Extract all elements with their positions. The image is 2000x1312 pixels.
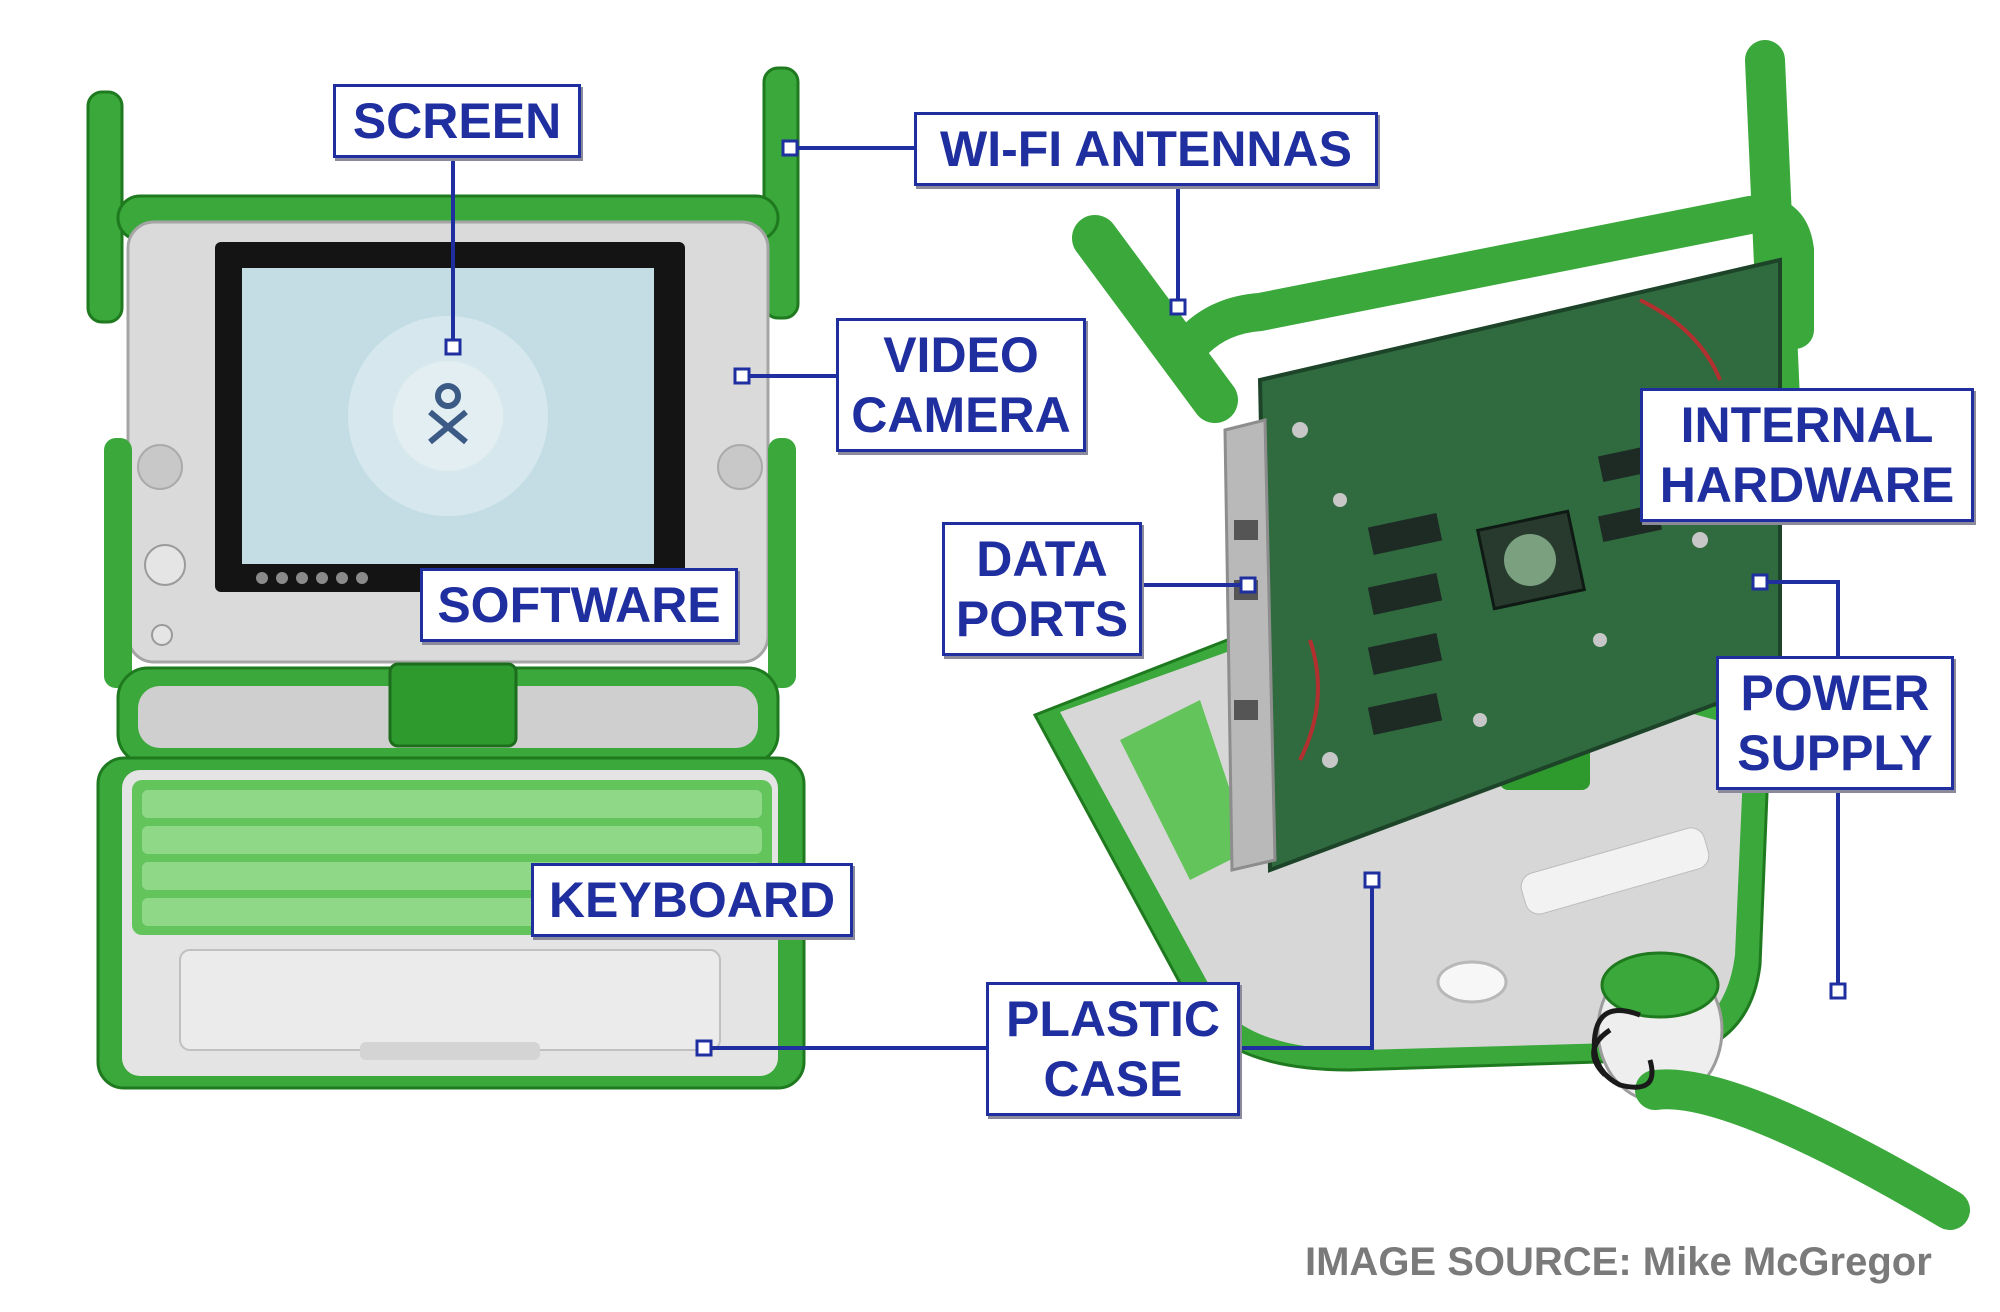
internal-hardware-label-line1: INTERNAL xyxy=(1680,397,1934,453)
data-ports-label: DATA PORTS xyxy=(942,522,1142,656)
keyboard-label-text: KEYBOARD xyxy=(548,872,836,928)
internal-hardware-label: INTERNAL HARDWARE xyxy=(1640,388,1974,522)
plastic-case-label: PLASTIC CASE xyxy=(986,982,1240,1116)
data-ports-label-line1: DATA xyxy=(976,531,1108,587)
screen-label-text: SCREEN xyxy=(352,93,562,149)
wifi-antennas-label-text: WI-FI ANTENNAS xyxy=(940,121,1352,177)
video-camera-label-line1: VIDEO xyxy=(883,327,1039,383)
power-supply-label-line2: SUPPLY xyxy=(1737,725,1933,781)
software-label: SOFTWARE xyxy=(420,568,738,642)
leader-lines xyxy=(451,146,1840,1050)
left-antenna-left xyxy=(86,90,124,324)
left-laptop xyxy=(86,66,806,1090)
plastic-case-label-line1: PLASTIC xyxy=(1006,991,1220,1047)
data-ports-label-line2: PORTS xyxy=(955,591,1129,647)
video-camera-label: VIDEO CAMERA xyxy=(836,318,1086,452)
video-camera-label-line2: CAMERA xyxy=(851,387,1071,443)
keyboard-label: KEYBOARD xyxy=(531,863,853,937)
left-antenna-right xyxy=(762,66,800,320)
software-label-text: SOFTWARE xyxy=(437,577,721,633)
power-supply-label: POWER SUPPLY xyxy=(1716,656,1954,790)
power-supply-label-line1: POWER xyxy=(1740,665,1930,721)
screen-label: SCREEN xyxy=(333,84,581,158)
power-supply-adapter xyxy=(1591,951,1970,1230)
internal-hardware-label-line2: HARDWARE xyxy=(1659,457,1955,513)
plastic-case-leader-right xyxy=(1237,880,1374,1050)
plastic-case-label-line2: CASE xyxy=(1043,1051,1183,1107)
power-leader-top xyxy=(1760,580,1840,662)
image-source-credit: IMAGE SOURCE: Mike McGregor xyxy=(1305,1240,1932,1284)
wifi-antennas-label: WI-FI ANTENNAS xyxy=(914,112,1378,186)
